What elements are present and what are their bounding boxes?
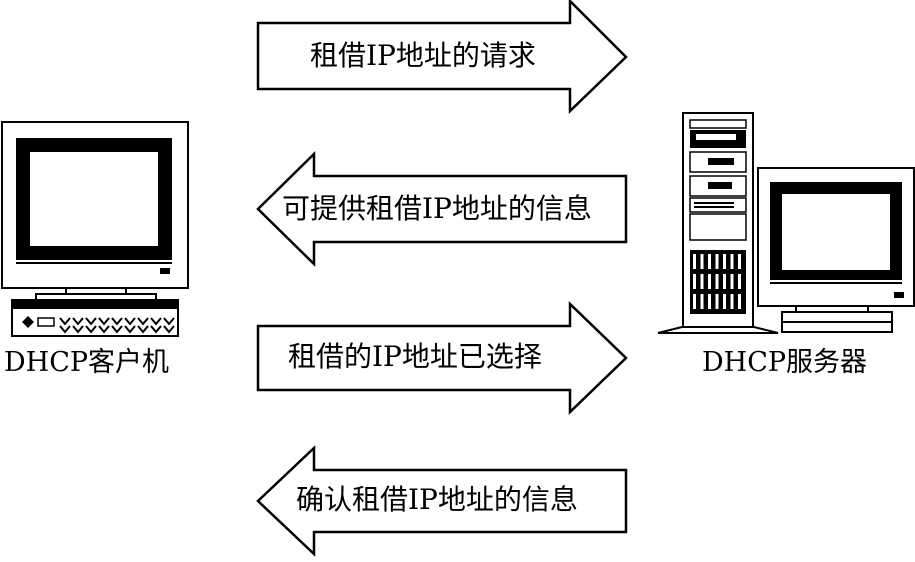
vent-slot: [723, 254, 726, 269]
vent-slot: [708, 274, 711, 289]
message-request-lease: 租借IP地址的请求: [310, 39, 536, 72]
vent-slot: [693, 254, 696, 269]
keyboard-key-mark: [59, 325, 71, 334]
vent-slot: [700, 274, 704, 289]
server-label: DHCP服务器: [702, 347, 868, 378]
message-offer-lease: 可提供租借IP地址的信息: [282, 192, 592, 225]
vent-slot: [693, 294, 696, 309]
keyboard-key-mark: [163, 325, 175, 334]
keyboard-key-mark: [124, 325, 136, 334]
keyboard-key-mark: [111, 317, 123, 326]
keyboard-key-mark: [59, 317, 71, 326]
keyboard-key-mark: [124, 317, 136, 326]
vent-slot: [708, 254, 711, 269]
keyboard-key-mark: [150, 317, 162, 326]
vent-slot: [738, 294, 741, 309]
vent-slot: [730, 294, 734, 309]
keyboard-key-mark: [111, 325, 123, 334]
vent-slot: [700, 294, 704, 309]
client-label: DHCP客户机: [4, 347, 170, 378]
vent-slot: [723, 294, 726, 309]
keyboard-key-mark: [98, 317, 110, 326]
vent-slot: [708, 294, 711, 309]
vent-slot: [738, 254, 741, 269]
keyboard-key-mark: [72, 325, 84, 334]
keyboard-key-mark: [137, 325, 149, 334]
keyboard-key-mark: [85, 325, 97, 334]
vent-slot: [738, 274, 741, 289]
vent-slot: [693, 274, 696, 289]
server-tower-icon: [657, 112, 779, 334]
vent-slot: [700, 254, 704, 269]
server-monitor-icon: [757, 167, 915, 333]
vent-slot: [715, 254, 719, 269]
keyboard-key-mark: [72, 317, 84, 326]
keyboard-key-mark: [137, 317, 149, 326]
arrow-offer-lease: [256, 151, 628, 267]
vent-slot: [723, 274, 726, 289]
vent-slot: [715, 274, 719, 289]
vent-slot: [730, 254, 734, 269]
keyboard-key-mark: [163, 317, 175, 326]
client-computer-icon: [1, 121, 189, 337]
keyboard-key-mark: [85, 317, 97, 326]
message-lease-selected: 租借的IP地址已选择: [288, 340, 542, 373]
arrow-lease-selected: [256, 301, 628, 415]
message-confirm-lease: 确认租借IP地址的信息: [296, 483, 578, 516]
keyboard-key-mark: [150, 325, 162, 334]
arrow-confirm-lease: [256, 445, 628, 557]
keyboard-key-mark: [98, 325, 110, 334]
arrow-request-lease: [256, 0, 628, 114]
vent-slot: [730, 274, 734, 289]
vent-slot: [715, 294, 719, 309]
